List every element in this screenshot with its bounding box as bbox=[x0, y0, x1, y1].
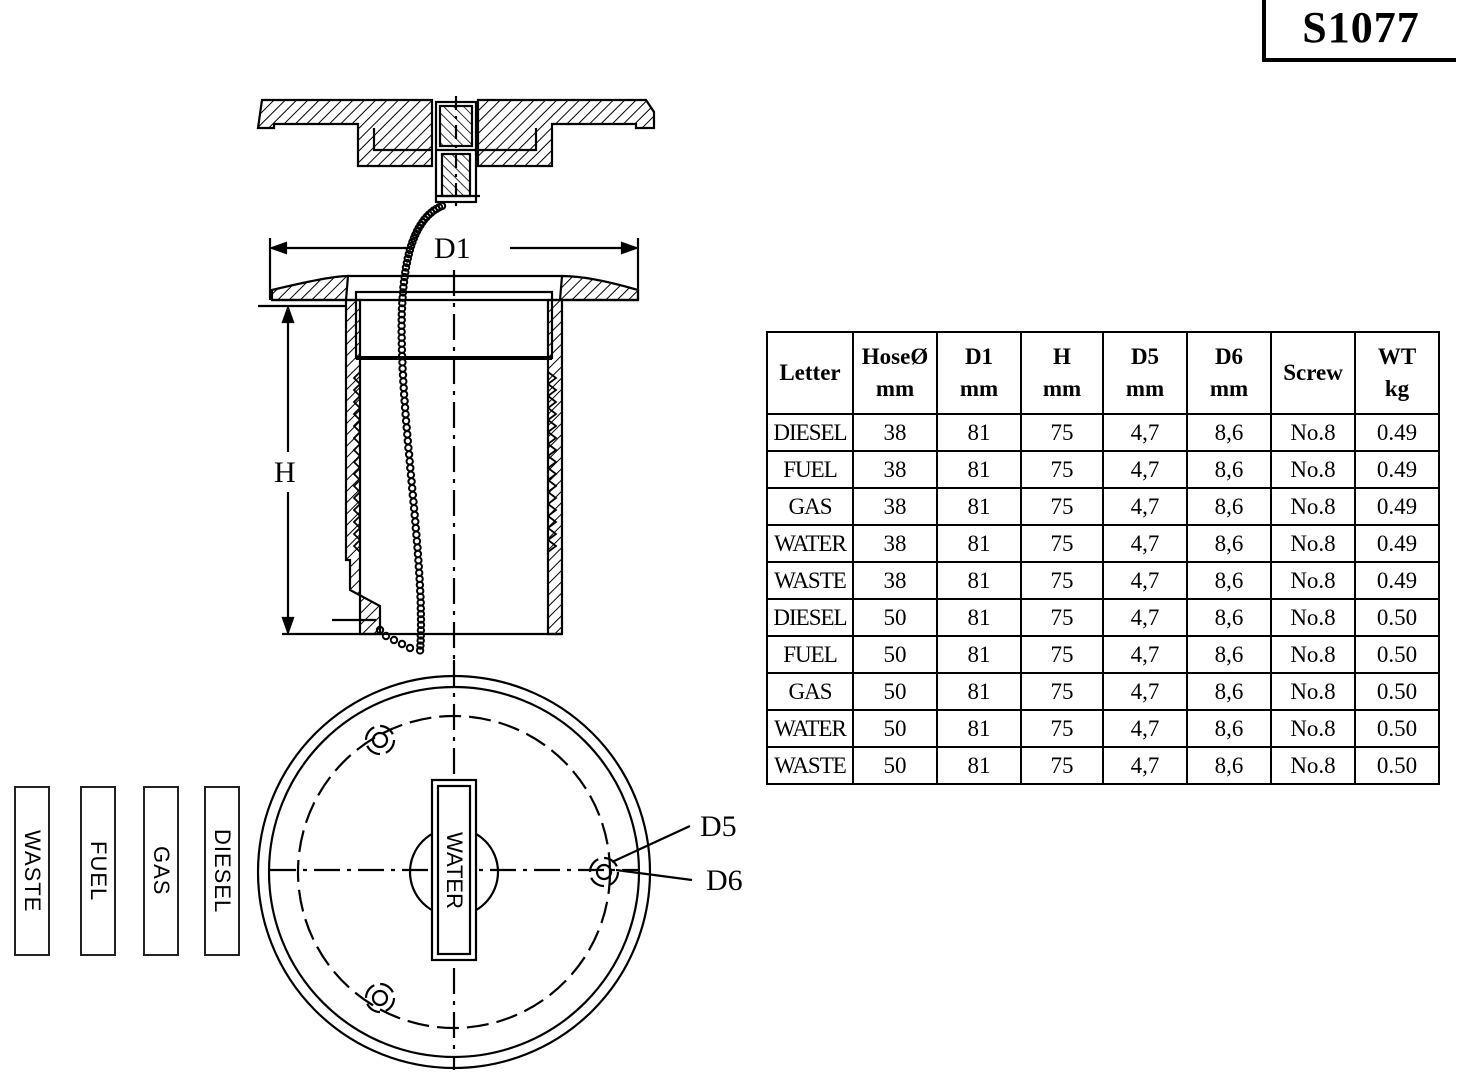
label-tag-diesel: DIESEL bbox=[204, 786, 240, 956]
label-tag-waste: WASTE bbox=[14, 786, 50, 956]
dimension-label-d5: D5 bbox=[700, 810, 737, 843]
dimension-label-h: H bbox=[274, 456, 296, 489]
cap-section bbox=[256, 96, 656, 210]
header-letter: Letter bbox=[766, 331, 854, 415]
dimension-label-d6: D6 bbox=[706, 864, 743, 897]
header-screw: Screw bbox=[1270, 331, 1356, 415]
label-tag-gas: GAS bbox=[143, 786, 179, 956]
cap-marking-text: WATER bbox=[442, 831, 467, 909]
filler-body-section bbox=[258, 238, 640, 660]
dimension-label-d1: D1 bbox=[434, 232, 471, 265]
top-view bbox=[256, 660, 693, 1070]
retaining-chain bbox=[375, 201, 447, 655]
thread-profile bbox=[352, 371, 558, 553]
cap-marking: WATER bbox=[434, 790, 474, 950]
label-tag-fuel: FUEL bbox=[80, 786, 116, 956]
product-code-box: S1077 bbox=[1262, 0, 1456, 62]
product-code: S1077 bbox=[1302, 2, 1420, 52]
